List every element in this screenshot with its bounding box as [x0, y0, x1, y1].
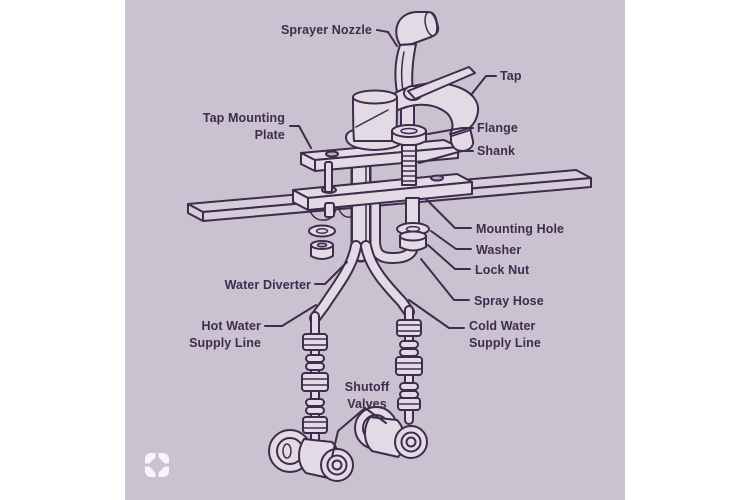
label-line: Plate [254, 128, 285, 142]
label-cold-water-supply-line: Cold Water Supply Line [469, 318, 541, 352]
label-flange: Flange [477, 121, 518, 135]
cold-water-hose-drawing [360, 240, 415, 318]
label-line: Hot Water [201, 319, 261, 333]
label-tap-mounting-plate: Tap Mounting Plate [165, 110, 285, 144]
mounting-bolt-drawing [308, 161, 336, 260]
cold-supply-line-drawing [395, 305, 423, 425]
diagram-canvas: Sprayer Nozzle Tap Tap Mounting Plate Fl… [125, 0, 625, 500]
label-water-diverter: Water Diverter [224, 278, 311, 292]
label-line: Valves [347, 397, 387, 411]
hot-water-hose-drawing [309, 240, 362, 324]
label-hot-water-supply-line: Hot Water Supply Line [141, 318, 261, 352]
label-line: Supply Line [189, 336, 261, 350]
shutoff-valve-right-drawing [354, 406, 428, 459]
label-line: Shutoff [344, 380, 390, 394]
washer-locknut-drawing [396, 197, 430, 252]
label-line: Tap Mounting [202, 111, 285, 125]
label-washer: Washer [476, 243, 522, 257]
label-tap: Tap [500, 69, 522, 83]
label-spray-hose: Spray Hose [474, 294, 544, 308]
label-shutoff-valves: Shutoff Valves [317, 379, 417, 413]
leader-lines [264, 29, 497, 458]
hot-supply-line-drawing [301, 311, 329, 449]
label-mounting-hole: Mounting Hole [476, 222, 565, 236]
shutoff-valve-left-drawing [268, 429, 354, 482]
label-shank: Shank [477, 144, 516, 158]
label-lock-nut: Lock Nut [475, 263, 530, 277]
label-sprayer-nozzle: Sprayer Nozzle [280, 23, 372, 37]
sprayer-nozzle-drawing [394, 11, 440, 133]
flange-shank-drawing [391, 124, 427, 186]
label-line: Supply Line [469, 336, 541, 350]
wayfair-flower-logo-icon [144, 452, 170, 478]
label-line: Cold Water [469, 319, 536, 333]
faucet-diagram-illustration [144, 11, 592, 482]
